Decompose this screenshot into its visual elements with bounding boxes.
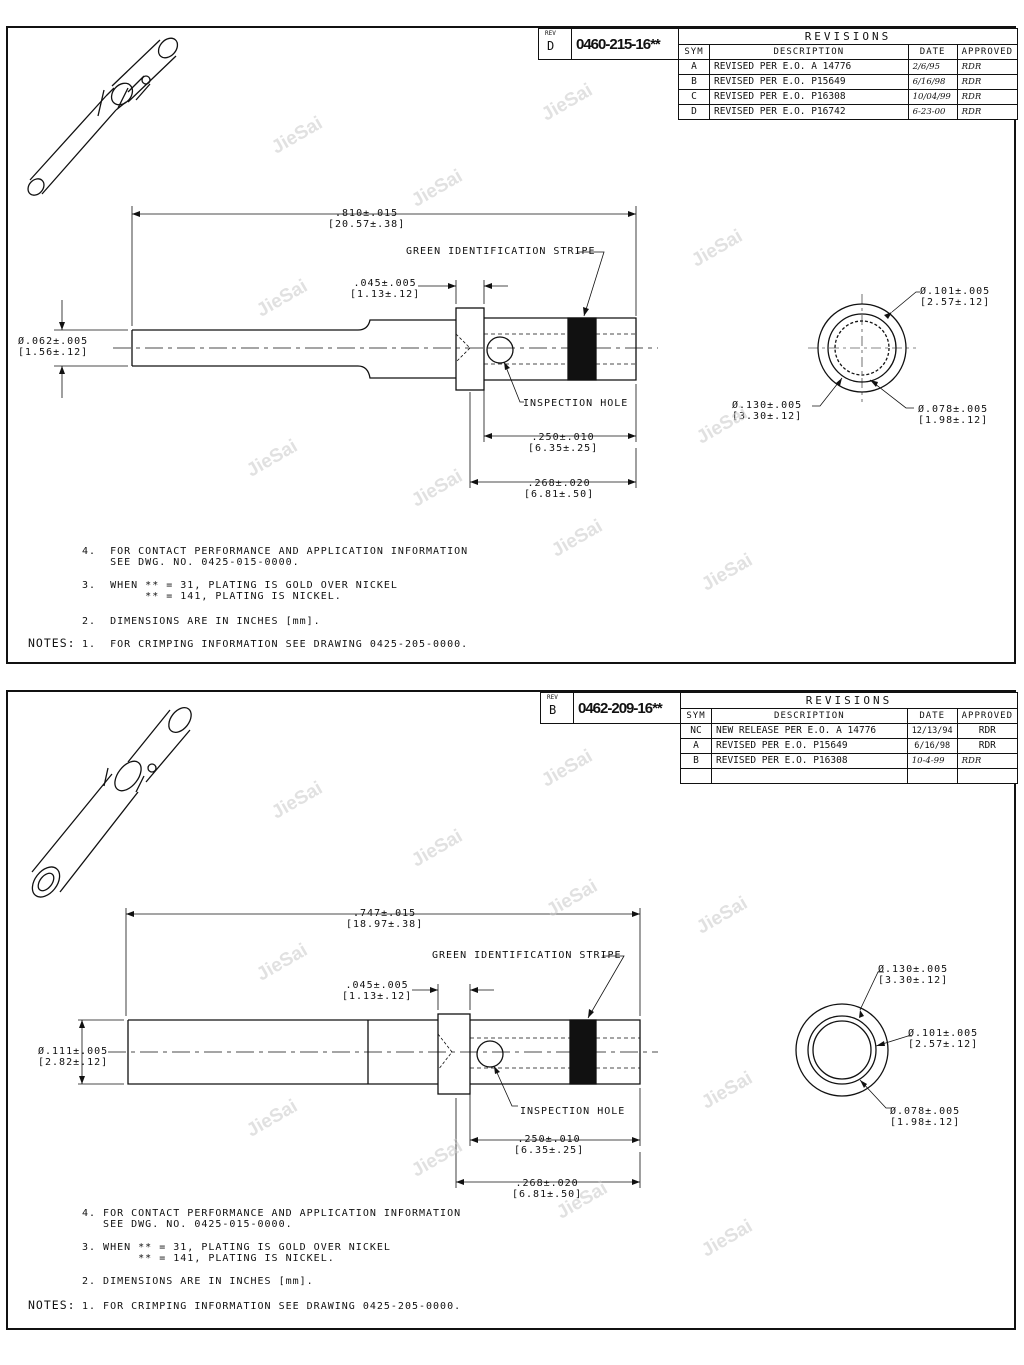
isometric-pin-illustration [27, 37, 179, 196]
revisions-table: REVISIONS SYM DESCRIPTION DATE APPROVED … [678, 28, 1019, 120]
label-green-stripe: GREEN IDENTIFICATION STRIPE [432, 950, 622, 961]
barrel [470, 1019, 641, 1085]
label-inspection-hole: INSPECTION HOLE [523, 398, 629, 409]
dim-end-outer-diameter: Ø.130±.005 [3.30±.12] [732, 400, 803, 422]
revision-sym: D [678, 104, 710, 120]
green-identification-stripe [567, 317, 597, 381]
part-number: 0462-209-16** [573, 692, 681, 724]
collar [455, 307, 485, 391]
socket-contact-drawing [31, 707, 912, 1188]
revision-row-empty [680, 768, 1019, 784]
dim-barrel-length: .250±.010 [6.35±.25] [514, 1134, 585, 1156]
pin-shaft [131, 319, 456, 379]
rev-label: REV [547, 694, 558, 701]
note-3: 3. WHEN ** = 31, PLATING IS GOLD OVER NI… [82, 1242, 391, 1264]
dim-end-outer-diameter: Ø.130±.005 [3.30±.12] [878, 964, 949, 986]
note-4: 4. FOR CONTACT PERFORMANCE AND APPLICATI… [82, 1208, 462, 1230]
dim-end-inner-diameter: Ø.078±.005 [1.98±.12] [890, 1106, 961, 1128]
note-1: 1. FOR CRIMPING INFORMATION SEE DRAWING … [82, 639, 469, 650]
dim-overall-length: .747±.015 [18.97±.38] [346, 908, 424, 930]
drawing-sheet-2: REV B 0462-209-16** REVISIONS SYM DESCRI… [6, 690, 1019, 1330]
green-identification-stripe [569, 1019, 597, 1085]
pin-contact-drawing [27, 37, 920, 488]
rev-box: REV D [538, 28, 572, 60]
dim-pin-diameter: Ø.062±.005 [1.56±.12] [18, 336, 89, 358]
dim-socket-diameter: Ø.111±.005 [2.82±.12] [38, 1046, 109, 1068]
revision-row: A REVISED PER E.O. A 14776 2/6/95 RDR [678, 59, 1019, 75]
rev-label: REV [545, 30, 556, 37]
inspection-hole [486, 336, 514, 364]
dim-end-mid-diameter: Ø.101±.005 [2.57±.12] [908, 1028, 979, 1050]
dim-barrel-total: .268±.020 [6.81±.50] [524, 478, 595, 500]
revision-description: REVISED PER E.O. P16742 [709, 104, 909, 120]
rev-box: REV B [540, 692, 574, 724]
note-3: 3. WHEN ** = 31, PLATING IS GOLD OVER NI… [82, 580, 398, 602]
dim-barrel-length: .250±.010 [6.35±.25] [528, 432, 599, 454]
end-view [808, 291, 920, 409]
isometric-socket-illustration [31, 707, 192, 898]
notes-heading: NOTES: [28, 636, 76, 650]
dim-collar-width: .045±.005 [1.13±.12] [350, 278, 421, 300]
dim-barrel-total: .268±.020 [6.81±.50] [512, 1178, 583, 1200]
dim-end-mid-diameter: Ø.101±.005 [2.57±.12] [920, 286, 991, 308]
label-green-stripe: GREEN IDENTIFICATION STRIPE [406, 246, 596, 257]
socket-body [127, 1019, 438, 1085]
inspection-hole [476, 1040, 504, 1068]
revision-row: D REVISED PER E.O. P16742 6-23-00 RDR [678, 104, 1019, 120]
barrel [484, 317, 637, 381]
part-number: 0460-215-16** [571, 28, 679, 60]
dim-end-inner-diameter: Ø.078±.005 [1.98±.12] [918, 404, 989, 426]
revision-row: C REVISED PER E.O. P16308 10/04/99 RDR [678, 89, 1019, 105]
note-4: 4. FOR CONTACT PERFORMANCE AND APPLICATI… [82, 546, 469, 568]
note-2: 2. DIMENSIONS ARE IN INCHES [mm]. [82, 1276, 314, 1287]
collar [437, 1013, 471, 1095]
dimension-arrows [79, 911, 885, 1185]
revisions-table: REVISIONS SYM DESCRIPTION DATE APPROVED … [680, 692, 1019, 784]
dim-overall-length: .810±.015 [20.57±.38] [328, 208, 406, 230]
rev-letter: D [547, 39, 555, 53]
dim-collar-width: .045±.005 [1.13±.12] [342, 980, 413, 1002]
note-1: 1. FOR CRIMPING INFORMATION SEE DRAWING … [82, 1301, 462, 1312]
drawing-sheet-1: REV D 0460-215-16** REVISIONS SYM DESCRI… [6, 26, 1019, 664]
note-2: 2. DIMENSIONS ARE IN INCHES [mm]. [82, 616, 321, 627]
end-view [795, 971, 912, 1109]
notes-heading: NOTES: [28, 1298, 76, 1312]
revision-approved: RDR [956, 104, 1019, 120]
dimension-arrows [59, 211, 892, 485]
rev-letter: B [549, 703, 557, 717]
revision-sym: B [678, 74, 710, 90]
label-inspection-hole: INSPECTION HOLE [520, 1106, 626, 1117]
